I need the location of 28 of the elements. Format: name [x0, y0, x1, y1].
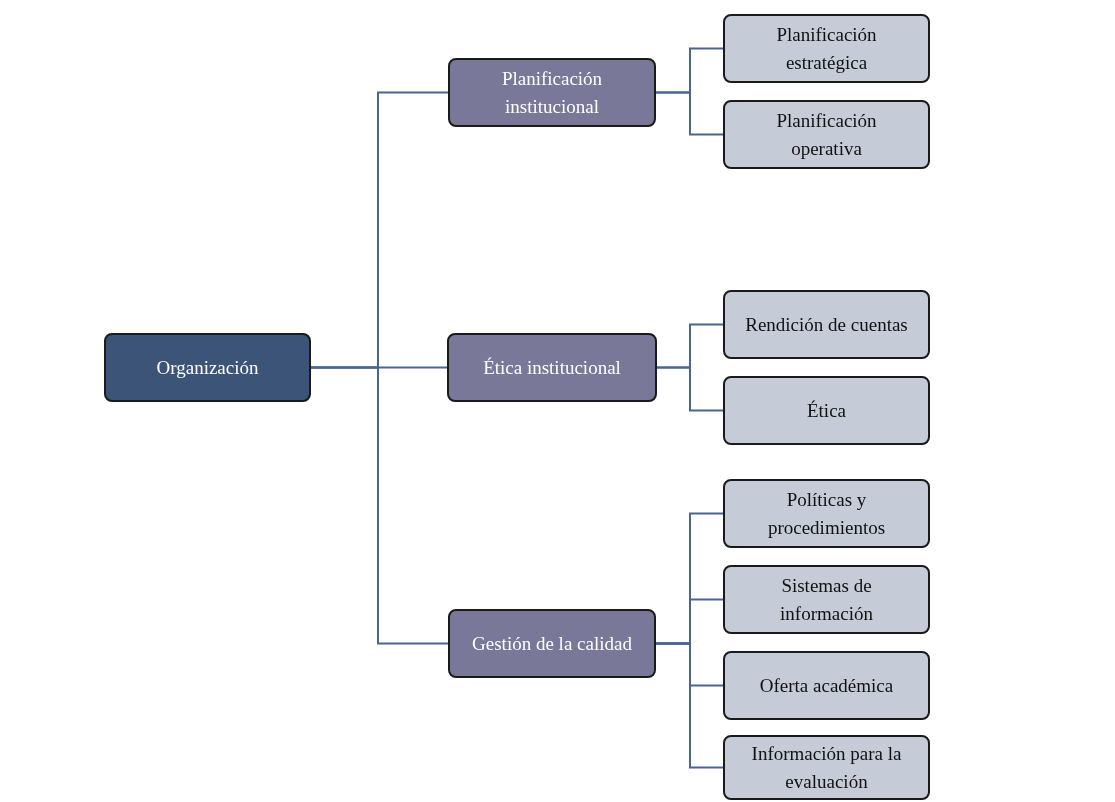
- connector-line: [310, 366, 449, 645]
- box-label: Sistemas de información: [779, 573, 874, 626]
- box-label: Información para la evaluación: [750, 741, 903, 794]
- box-label: Planificación estratégica: [775, 22, 878, 75]
- connector-line: [656, 366, 724, 412]
- category-box: [447, 333, 657, 402]
- box-label: Rendición de cuentas: [745, 312, 908, 337]
- box-label: Gestión de la calidad: [472, 631, 632, 656]
- box-label: Oferta académica: [759, 673, 894, 698]
- root-box: [104, 333, 311, 402]
- connector-line: [655, 91, 724, 136]
- box-label: Políticas y procedimientos: [766, 487, 887, 540]
- topic-box: [723, 290, 930, 359]
- category-box: [448, 58, 656, 127]
- connector-line: [655, 642, 724, 769]
- box-label: Ética institucional: [483, 355, 621, 380]
- topic-box: [723, 735, 930, 800]
- box-label: Ética: [807, 398, 846, 423]
- topic-box: [723, 14, 930, 83]
- topic-box: [723, 100, 930, 169]
- box-label: Planificación operativa: [775, 108, 878, 161]
- topic-box: [723, 651, 930, 720]
- category-box: [448, 609, 656, 678]
- topic-box: [723, 376, 930, 445]
- box-label: Organización: [156, 355, 259, 380]
- box-label: Planificación institucional: [500, 66, 604, 119]
- topic-box: [723, 565, 930, 634]
- topic-box: [723, 479, 930, 548]
